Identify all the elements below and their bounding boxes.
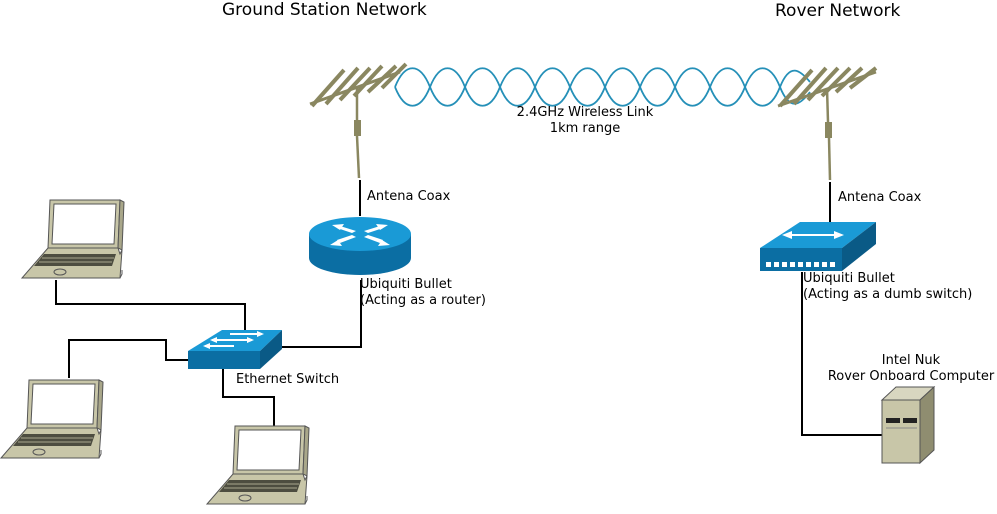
- rover-antenna-label: Antena Coax: [838, 190, 922, 205]
- laptop-icon-2: [0, 379, 104, 459]
- rover-network-title: Rover Network: [775, 1, 901, 21]
- router-label-line1: Ubiquiti Bullet: [360, 277, 452, 292]
- wireless-link-wave: [394, 67, 811, 107]
- wireless-link-label: 2.4GHz Wireless Link 1km range: [505, 105, 665, 137]
- laptop-icon-1: [21, 199, 125, 279]
- router-label: Ubiquiti Bullet (Acting as a router): [360, 277, 486, 309]
- ethernet-cables: [55, 180, 884, 436]
- ethernet-switch-label: Ethernet Switch: [236, 372, 340, 387]
- router-label-line2: (Acting as a router): [360, 293, 486, 308]
- ethernet-switch-icon: [188, 330, 282, 369]
- ground-antenna-label: Antena Coax: [367, 189, 451, 204]
- wireless-link-line2: 1km range: [549, 121, 621, 136]
- rover-computer-line1: Intel Nuk: [881, 353, 941, 368]
- ground-network-title: Ground Station Network: [222, 0, 427, 20]
- rover-computer-label: Intel Nuk Rover Onboard Computer: [826, 353, 996, 385]
- router-icon: [309, 217, 411, 275]
- wireless-link-line1: 2.4GHz Wireless Link: [516, 105, 654, 120]
- rover-bullet-switch-icon: [760, 222, 876, 271]
- laptop-icon-3: [206, 425, 310, 505]
- rover-switch-label: Ubiquiti Bullet (Acting as a dumb switch…: [803, 271, 972, 303]
- rover-computer-line2: Rover Onboard Computer: [827, 369, 995, 384]
- rover-switch-label-line2: (Acting as a dumb switch): [803, 287, 973, 302]
- rover-antenna-icon: [777, 66, 878, 181]
- rover-computer-icon: [880, 385, 936, 465]
- rover-switch-label-line1: Ubiquiti Bullet: [803, 271, 895, 286]
- ground-antenna-icon: [309, 62, 408, 179]
